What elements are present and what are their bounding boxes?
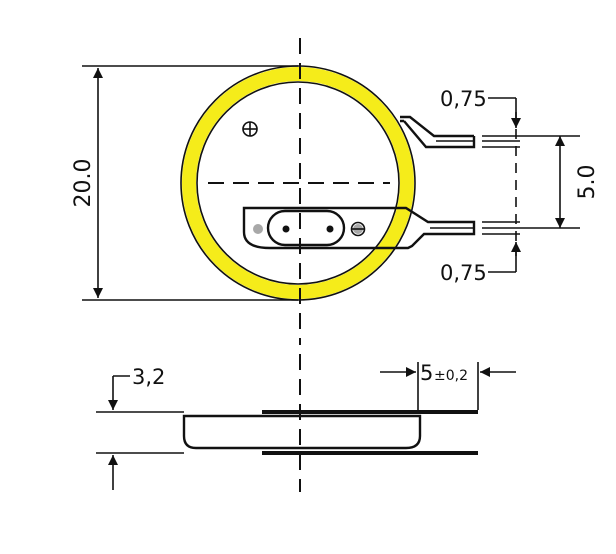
minus-circle-icon [350,221,366,237]
dim-pin-thickness-bottom: 0,75 [440,261,487,285]
dim-pin-thickness-top: 0,75 [440,87,487,111]
dim-pin-pitch: 5.0 [575,165,600,200]
plus-circle-icon [242,121,258,137]
dim-lead-length-value: 5 [420,361,433,385]
side-view-cell-body [182,414,422,450]
dim-diameter: 20.0 [71,159,96,208]
contact-slot [266,209,346,247]
coin-cell-ring [182,67,414,299]
dim-lead-length-tolerance: ±0,2 [434,368,468,384]
contact-dot-left [282,225,290,233]
dim-height: 3,2 [132,365,165,389]
coin-cell-inner-edge [196,81,400,285]
top-pin-tab [400,115,476,149]
contact-hole-left [253,224,263,234]
contact-dot-right [326,225,334,233]
bottom-pin-tab [242,206,476,250]
